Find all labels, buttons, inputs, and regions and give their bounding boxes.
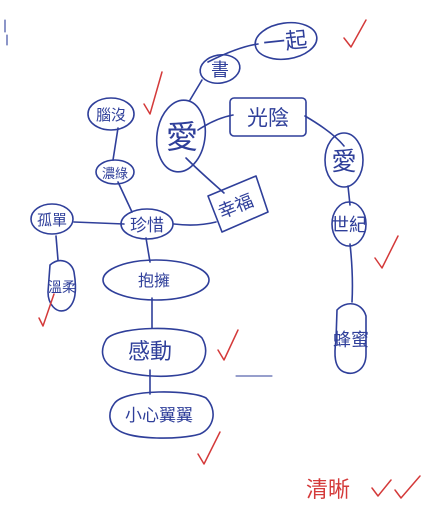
check-mark — [143, 71, 163, 115]
node-naolu-text: 腦沒 — [96, 106, 126, 124]
node-wenrou-text: 溫柔 — [48, 280, 76, 296]
node-gandong-bubble — [101, 327, 207, 378]
connector-line — [189, 79, 203, 101]
node-shiji-bubble — [331, 201, 367, 247]
connector-line — [304, 115, 345, 147]
check-mark — [343, 19, 367, 48]
node-xingfu-text: 幸福 — [215, 190, 256, 223]
node-lianglv-text: 濃綠 — [102, 167, 128, 182]
connector-line — [185, 157, 225, 194]
connector-line — [349, 243, 354, 303]
connector-line — [73, 221, 125, 225]
connector-lines — [55, 43, 354, 395]
node-ai-top-bubble — [155, 99, 207, 173]
node-xingfu-box — [207, 175, 269, 233]
node-fengmi-text: 蜂蜜 — [333, 330, 369, 351]
check-mark — [217, 329, 239, 361]
node-shapes — [30, 21, 367, 439]
node-wenrou-bubble — [47, 259, 77, 312]
teacher-check-marks — [38, 19, 421, 499]
connector-line — [145, 237, 151, 263]
node-xiaoxinyiyi-bubble — [109, 391, 214, 439]
check-mark — [371, 479, 392, 497]
node-yiqi-text: 一起 — [262, 28, 308, 57]
node-ai-top-text: 愛 — [166, 118, 198, 156]
node-shiji-text: 世紀 — [331, 215, 367, 236]
node-shu-text: 書 — [211, 60, 229, 81]
connector-line — [117, 181, 133, 213]
node-baoyong-text: 抱擁 — [138, 271, 170, 290]
teacher-comment-qingxi: 清晰 — [306, 478, 350, 503]
scan-edge-marks — [4, 19, 8, 46]
connector-line — [112, 127, 119, 161]
node-gandong-text: 感動 — [128, 340, 172, 365]
node-xiaoxinyiyi-text: 小心翼翼 — [125, 406, 193, 426]
node-words: 一起 書 愛 光陰 愛 世紀 蜂蜜 幸福 珍惜 濃綠 腦沒 孤單 溫柔 抱擁 感… — [37, 28, 369, 426]
node-ai-right-text: 愛 — [331, 147, 356, 176]
node-fengmi-bubble — [334, 303, 367, 374]
node-ai-right-bubble — [324, 132, 364, 188]
node-yiqi-bubble — [254, 21, 318, 61]
node-zhenxi-bubble — [120, 208, 174, 240]
check-mark — [197, 431, 221, 465]
check-mark — [38, 293, 55, 327]
node-naolu-bubble — [87, 97, 135, 131]
node-guangyin-box — [229, 97, 307, 137]
node-kuchan-bubble — [30, 203, 74, 235]
node-zhenxi-text: 珍惜 — [130, 216, 164, 236]
connector-line — [173, 221, 217, 226]
connector-line — [55, 235, 59, 261]
node-lianglv-bubble — [95, 159, 135, 185]
node-baoyong-bubble — [102, 259, 210, 301]
connector-line — [207, 43, 259, 63]
node-guangyin-text: 光陰 — [247, 106, 289, 130]
node-kuchan-text: 孤單 — [37, 211, 67, 229]
check-mark — [394, 475, 421, 499]
check-mark — [374, 235, 399, 269]
node-shu-bubble — [199, 53, 241, 85]
